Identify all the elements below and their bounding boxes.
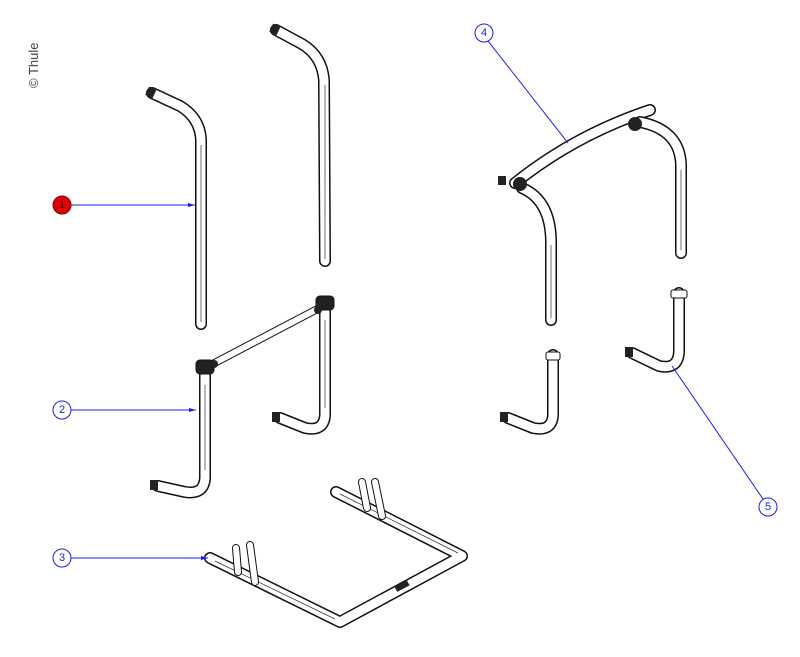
callout-5-label: 5 [765,501,771,513]
callout-4-label: 4 [481,27,487,39]
callout-1[interactable]: 1 [52,195,72,215]
part-5-elbow-left[interactable] [500,349,561,435]
part-1-left-tube[interactable] [145,86,207,330]
part-5-elbow-right[interactable] [625,287,688,373]
part-4-top-arch[interactable] [498,104,687,326]
callout-2-label: 2 [59,404,65,416]
callout-3[interactable]: 3 [52,548,72,568]
part-3-base-frame[interactable] [204,478,468,628]
part-2-middle-frame[interactable] [150,295,335,499]
callout-3-label: 3 [59,552,65,564]
callout-4[interactable]: 4 [474,23,494,43]
callout-5[interactable]: 5 [758,497,778,517]
leader-line-4 [487,40,569,144]
callout-1-label: 1 [59,199,65,211]
leader-line-5 [671,365,764,500]
callout-2[interactable]: 2 [52,400,72,420]
part-1-right-tube[interactable] [269,23,331,267]
